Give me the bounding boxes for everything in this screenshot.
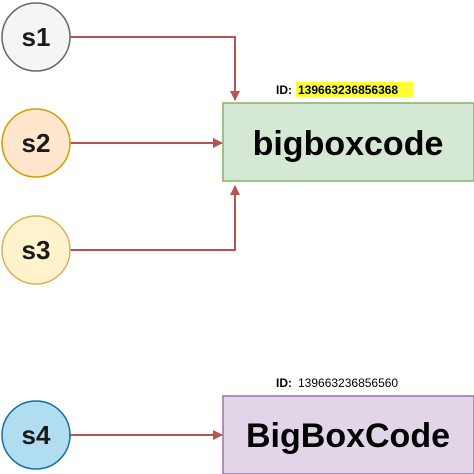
object-id-highlight (296, 82, 413, 97)
node-s4-label: s4 (22, 420, 51, 450)
object-id-prefix-bottom: ID: (276, 376, 292, 390)
object-box-bigboxcode-label: bigboxcode (253, 125, 444, 163)
node-s2-circle (1, 108, 71, 178)
node-s2: s2 (1, 108, 71, 178)
object-id-label: ID: (276, 83, 292, 97)
node-s3-circle (1, 215, 71, 285)
object-id-value: 139663236856368 (298, 83, 398, 97)
node-s4: s4 (1, 400, 71, 470)
edge-s3-to-bigboxcode (70, 185, 240, 251)
object-id-value-bottom: 139663236856560 (298, 376, 398, 390)
object-box-BigBoxCode: ID: 139663236856560 BigBoxCode (222, 376, 474, 474)
node-s1-circle (1, 2, 71, 72)
node-s4-circle (1, 400, 71, 470)
object-box-bigboxcode: ID: 139663236856368 bigboxcode (222, 82, 474, 182)
object-box-bigboxcode-rect (222, 102, 474, 182)
object-id-label-bottom: ID: (276, 376, 292, 390)
node-s3: s3 (1, 215, 71, 285)
node-s2-label: s2 (22, 128, 51, 158)
object-box-BigBoxCode-rect (222, 395, 474, 474)
object-box-BigBoxCode-label: BigBoxCode (246, 417, 450, 455)
node-s1: s1 (1, 2, 71, 72)
node-s3-label: s3 (22, 235, 51, 265)
edge-s1-to-bigboxcode (70, 36, 240, 101)
object-id-prefix: ID: (276, 83, 292, 97)
node-s1-label: s1 (22, 22, 51, 52)
